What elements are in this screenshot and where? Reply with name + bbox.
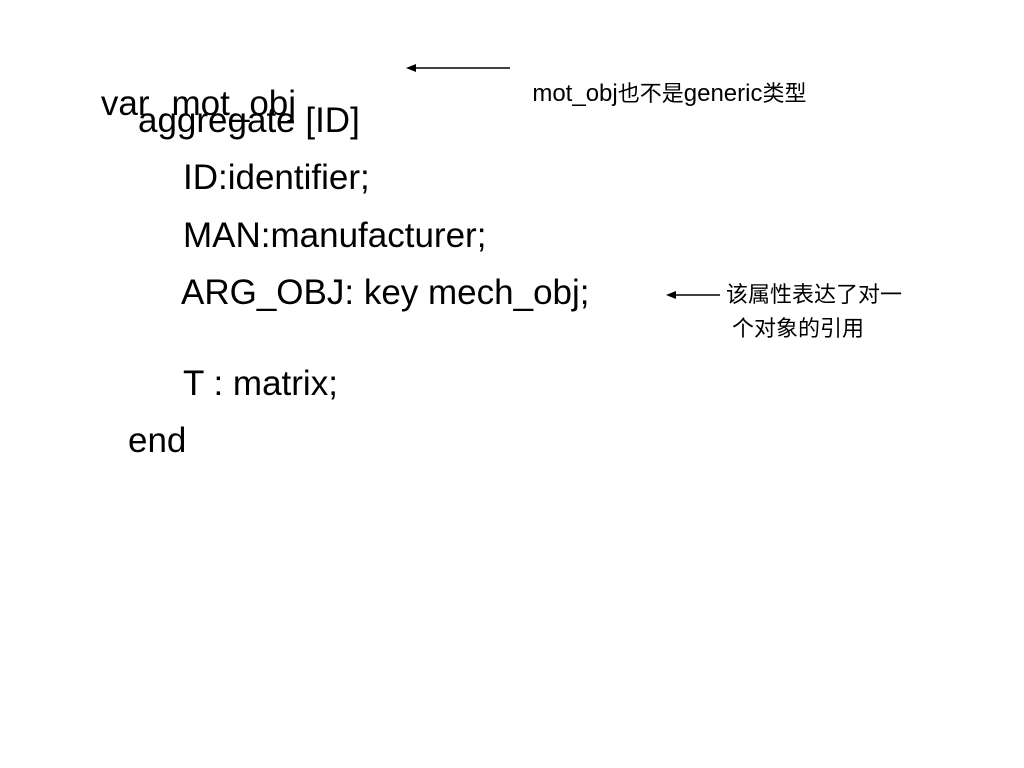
annotation-reference-line2: 个对象的引用 (732, 317, 865, 342)
annotation-generic-type: mot_obj也不是generic类型 (532, 80, 807, 107)
field-arg-obj: ARG_OBJ: key mech_obj; (181, 273, 590, 312)
field-t: T : matrix; (183, 364, 338, 403)
aggregate-line: aggregate [ID] (138, 101, 360, 140)
arrow-left-icon (406, 64, 510, 72)
var-declaration: var mot_obj (62, 44, 296, 164)
end-keyword: end (128, 421, 187, 460)
annotation-reference-line1: 该属性表达了对一 (726, 283, 903, 308)
var-name: mot_obj (171, 84, 297, 123)
field-id: ID:identifier; (183, 158, 370, 197)
var-keyword: var (100, 84, 150, 123)
field-man: MAN:manufacturer; (183, 216, 487, 255)
arrow-left-icon (666, 291, 720, 299)
